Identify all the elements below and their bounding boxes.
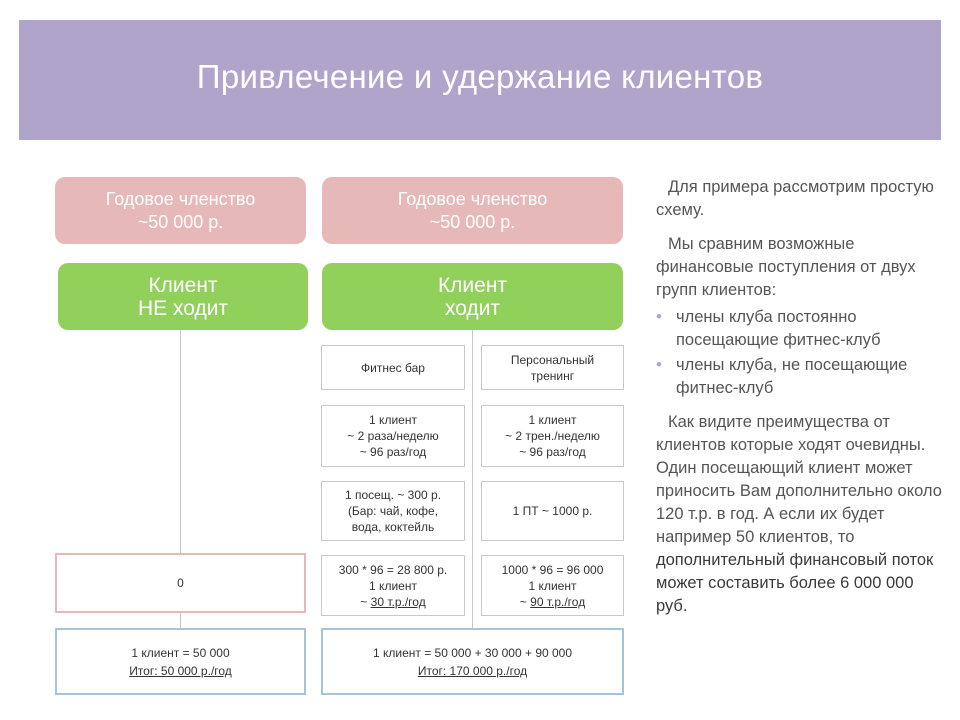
conclusion-paragraph: Как видите преимущества от клиентов кото… [656,411,946,618]
list-item-text: члены клуба постоянно посещающие фитнес-… [676,308,881,349]
title-banner [19,20,941,140]
sum-prefix: ~ [519,594,531,609]
right-client-box: Клиент ходит [322,263,623,330]
personal-training-title-box: Персональный тренинг [481,345,624,390]
sum-formula: 300 * 96 = 28 800 р. [338,562,448,577]
freq-line: ~ 2 трен./неделю [505,429,600,443]
explanation-text: Для примера рассмотрим простую схему. Мы… [656,176,946,629]
left-connector [180,330,181,555]
sum-formula: 1000 * 96 = 96 000 [501,562,604,577]
personal-training-frequency-box: 1 клиент ~ 2 трен./неделю ~ 96 раз/год [481,405,624,467]
sum-result: ~ 90 т.р./год [520,594,585,610]
sum-value: 90 т.р./год [530,594,586,609]
total-result: Итог: 50 000 р./год [129,663,232,678]
left-client-box: Клиент НЕ ходит [58,263,308,330]
right-membership-box: Годовое членство ~50 000 р. [322,177,623,244]
left-total-box: 1 клиент = 50 000 Итог: 50 000 р./год [55,628,306,695]
personal-training-title: Персональный [510,352,595,367]
left-extra-box: 0 [55,553,306,613]
list-item: • члены клуба, не посещающие фитнес-клуб [656,354,946,400]
client-status: ходит [444,296,501,320]
fitness-bar-title: Фитнес бар [361,360,425,375]
sum-prefix: ~ [360,594,371,609]
sum-clients: 1 клиент [528,578,577,593]
bullet-icon: • [656,308,662,326]
freq-line: 1 клиент [528,413,577,427]
extra-value: 0 [177,576,184,590]
fitness-bar-title-box: Фитнес бар [321,345,465,390]
personal-training-price-box: 1 ПТ ~ 1000 р. [481,481,624,541]
price-line: (Бар: чай, кофе, [347,504,439,518]
price-line: 1 ПТ ~ 1000 р. [512,504,593,518]
compare-paragraph: Мы сравним возможные финансовые поступле… [656,235,916,299]
client-label: Клиент [148,273,218,297]
sum-clients: 1 клиент [369,578,417,593]
client-groups-list: • члены клуба постоянно посещающие фитнес… [656,306,946,400]
list-item-text: члены клуба, не посещающие фитнес-клуб [676,356,908,397]
fitness-bar-price-box: 1 посещ. ~ 300 р. (Бар: чай, кофе, вода,… [321,481,465,541]
freq-line: ~ 96 раз/год [519,445,586,459]
fitness-bar-sum-box: 300 * 96 = 28 800 р. 1 клиент ~ 30 т.р./… [321,555,465,616]
client-label: Клиент [437,273,508,297]
membership-label: Годовое членство [105,188,256,209]
bullet-icon: • [656,356,662,374]
total-formula: 1 клиент = 50 000 + 30 000 + 90 000 [372,645,573,660]
membership-price: ~50 000 р. [137,211,224,232]
left-connector-bottom [180,613,181,628]
client-status: НЕ ходит [137,296,229,320]
price-line: 1 посещ. ~ 300 р. [344,488,442,502]
left-membership-box: Годовое членство ~50 000 р. [55,177,306,244]
freq-line: ~ 2 раза/неделю [347,429,439,443]
right-connector [472,330,473,628]
freq-line: ~ 96 раз/год [359,445,427,459]
personal-training-title: тренинг [530,368,575,383]
price-line: вода, коктейль [351,520,435,534]
membership-price: ~50 000 р. [429,211,516,232]
total-formula: 1 клиент = 50 000 [131,645,230,660]
freq-line: 1 клиент [369,413,417,427]
conclusion-highlight: дополнительный финансовый поток может со… [656,551,934,615]
list-item: • члены клуба постоянно посещающие фитнес… [656,306,946,352]
conclusion-text: Как видите преимущества от клиентов кото… [656,413,942,546]
membership-label: Годовое членство [397,188,548,209]
sum-value: 30 т.р./год [370,594,426,609]
intro-paragraph: Для примера рассмотрим простую схему. [656,178,934,219]
total-result: Итог: 170 000 р./год [417,663,528,678]
fitness-bar-frequency-box: 1 клиент ~ 2 раза/неделю ~ 96 раз/год [321,405,465,467]
sum-result: ~ 30 т.р./год [360,594,425,610]
page-title: Привлечение и удержание клиентов [196,58,764,95]
personal-training-sum-box: 1000 * 96 = 96 000 1 клиент ~ 90 т.р./го… [481,555,624,616]
right-total-box: 1 клиент = 50 000 + 30 000 + 90 000 Итог… [321,628,624,695]
